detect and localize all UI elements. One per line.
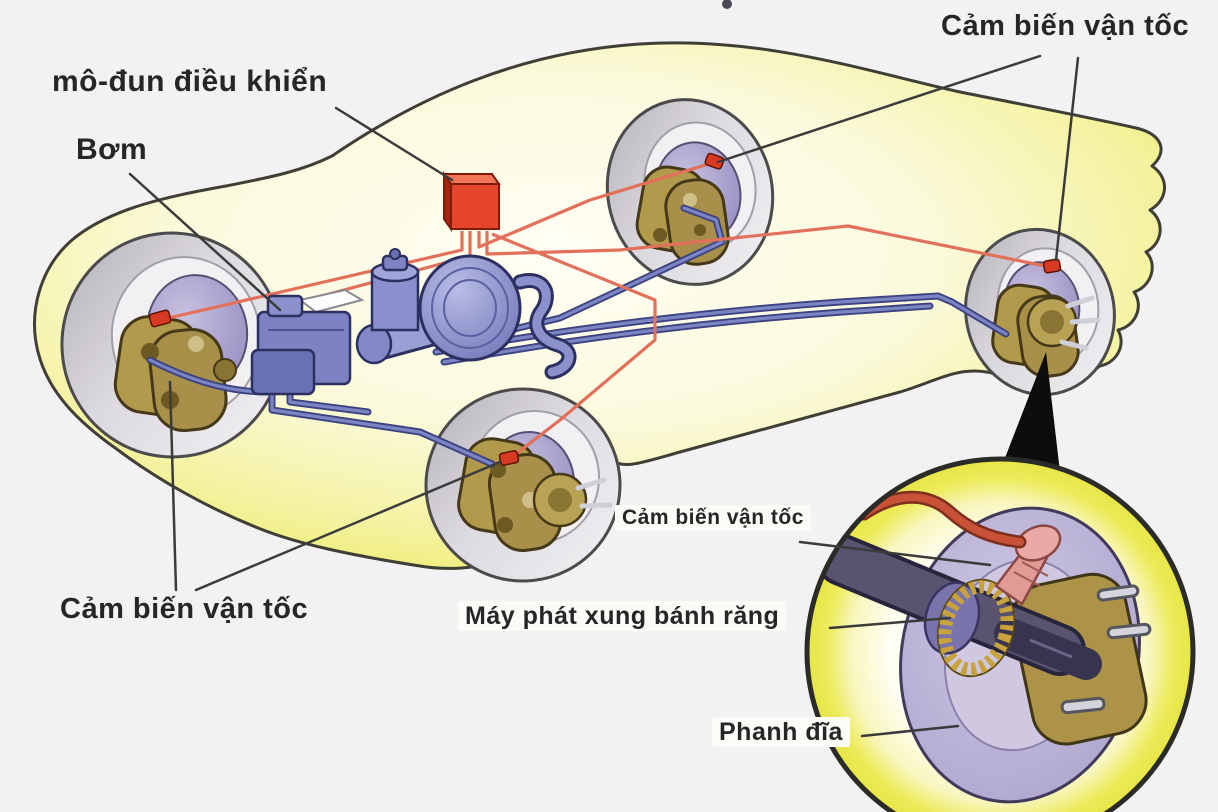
brake-hub-right <box>991 283 1101 378</box>
label-inset-speed-sensor: Cảm biến vận tốc <box>615 505 811 532</box>
wheel-right <box>964 227 1116 397</box>
wheel-studs-right <box>1059 295 1101 351</box>
label-speed-sensor-top-right: Cảm biến vận tốc <box>941 10 1190 42</box>
car-body <box>33 41 1166 570</box>
brake-booster <box>418 254 522 362</box>
wheel-front-left <box>60 231 284 459</box>
leader-lines <box>128 54 1080 738</box>
inset-sensor-wire <box>860 493 1024 546</box>
pump-unit <box>250 294 352 396</box>
bracket <box>297 288 365 314</box>
label-control-module: mô-đun điều khiển <box>52 65 328 98</box>
inset-detail <box>804 456 1196 812</box>
magnifier-wedge <box>998 352 1060 476</box>
wheel-speed-sensors <box>148 152 1062 466</box>
hose-highlight <box>515 276 574 377</box>
label-speed-sensor-bottom-left: Cảm biến vận tốc <box>60 593 309 625</box>
label-disc-brake: Phanh đĩa <box>712 717 850 748</box>
cropped-title-remnant <box>722 0 732 9</box>
label-pulse-generator: Máy phát xung bánh răng <box>458 601 787 632</box>
control-module <box>442 170 501 233</box>
label-pump: Bơm <box>76 133 148 166</box>
wheel-studs-front-center <box>575 477 613 509</box>
inset-speed-sensor <box>994 524 1062 606</box>
inset-wheel-studs <box>1060 584 1152 715</box>
